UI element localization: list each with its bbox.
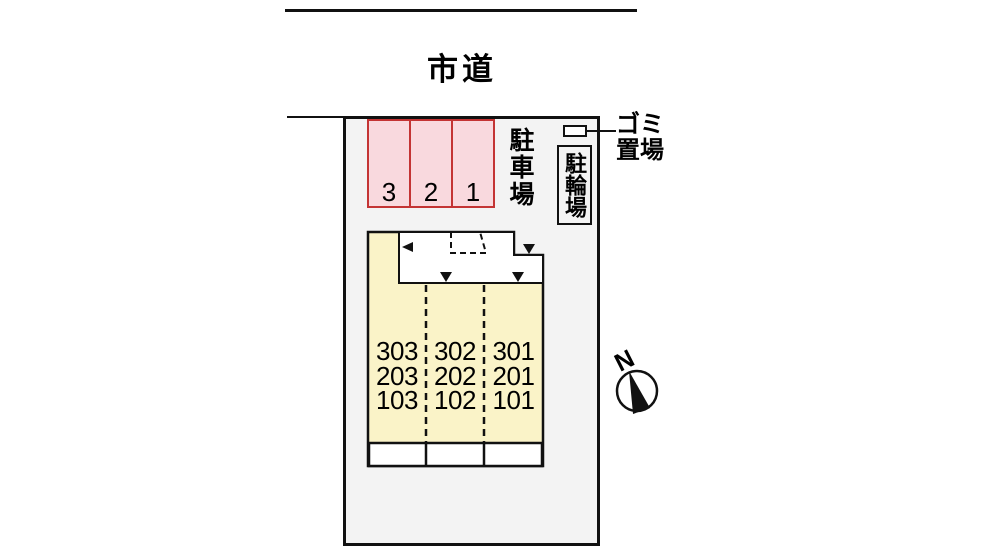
parking-stall-number: 2	[423, 177, 439, 207]
trash-area-label: ゴミ 置場	[616, 112, 672, 164]
compass-circle	[615, 369, 659, 413]
parking-stall-number: 1	[465, 177, 481, 207]
parking-stall: 1	[451, 121, 493, 206]
parking-label: 駐車場	[506, 127, 534, 208]
boundary-extension-line	[287, 116, 345, 118]
trash-label-line: ゴミ	[616, 111, 664, 138]
parking-stall-number: 3	[381, 177, 397, 207]
parking-stall: 2	[409, 121, 451, 206]
unit-label: 301	[492, 336, 535, 366]
unit-label: 103	[376, 385, 418, 415]
compass: N	[610, 344, 659, 414]
bicycle-parking-label: 駐輪場	[562, 152, 587, 218]
trash-label-line: 置場	[616, 137, 664, 164]
unit-label: 303	[376, 336, 418, 366]
trash-leader-line	[585, 130, 616, 132]
unit-label: 101	[492, 385, 535, 415]
north-label: N	[610, 344, 639, 377]
building-unit-labels: 303 302 301 203 202 201 103 102 101	[368, 336, 543, 415]
parking-area: 3 2 1	[367, 119, 495, 208]
road-label: 市道	[427, 52, 497, 87]
compass-needle-icon	[629, 371, 650, 414]
road-edge-line	[285, 9, 637, 12]
unit-row: 103 102 101	[368, 385, 543, 415]
parking-stall: 3	[369, 121, 409, 206]
unit-label: 102	[434, 385, 476, 415]
unit-label: 302	[434, 336, 476, 366]
trash-area-box	[563, 125, 587, 137]
bicycle-parking-box: 駐輪場	[557, 145, 592, 225]
unit-row: 303 302 301	[368, 336, 543, 366]
